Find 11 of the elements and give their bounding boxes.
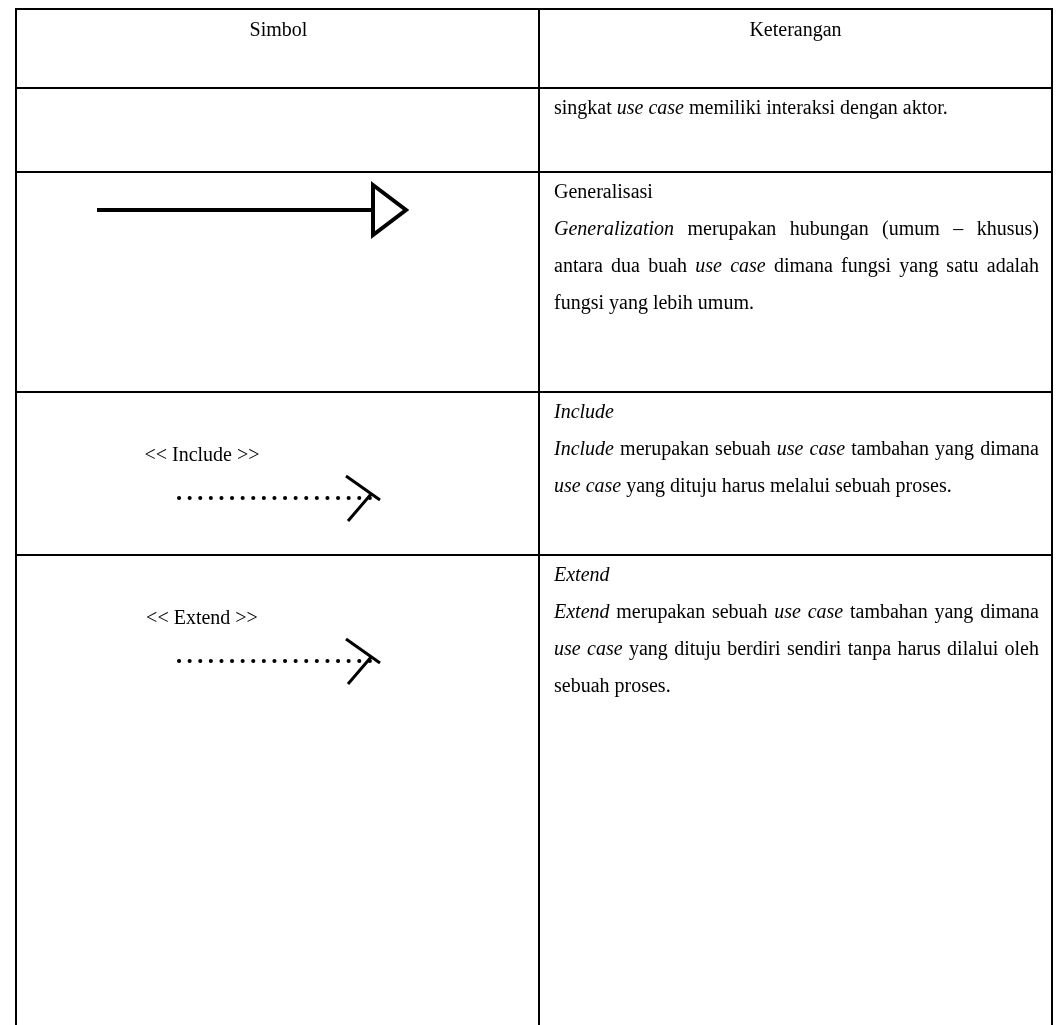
section-heading: Extend (554, 562, 611, 587)
stereotype-label: << Extend >> (146, 606, 258, 628)
description-paragraph: Include merupakan sebuah use case tambahan yang dimana use case yang dituju harus melalui sebuah proses. (554, 436, 1039, 499)
description-paragraph: Extend merupakan sebuah use case tambahan yang dimana use case yang dituju berdiri sendiri tanpa harus dilalui oleh sebuah proses. (554, 599, 1039, 699)
description-paragraph: Generalization merupakan hubungan (umum – khusus) antara dua buah use case dimana fungsi yang satu adalah fungsi yang lebih umum. (554, 216, 1039, 316)
stereotype-label: << Include >> (144, 443, 260, 465)
description-text: singkat use case memiliki interaksi dengan aktor. (554, 95, 949, 121)
column-header: Keterangan (748, 17, 843, 43)
description-paragraph: Generalisasi (554, 179, 654, 204)
column-header: Simbol (248, 17, 309, 42)
section-heading: Include (554, 399, 615, 424)
